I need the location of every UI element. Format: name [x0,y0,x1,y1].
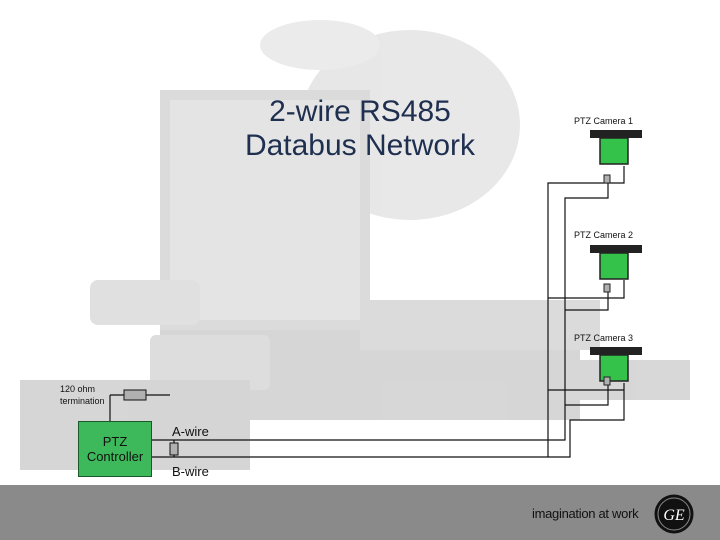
diagram-title: 2-wire RS485 Databus Network [200,95,520,163]
network-wires [109,166,625,458]
camera-1-label: PTZ Camera 1 [574,116,634,126]
line-resistor [169,442,179,456]
background-photo [20,20,690,470]
camera-1-icon [590,130,642,184]
termination-label-line-2: termination [60,396,105,406]
controller-label-line-2: Controller [86,449,144,464]
footer-bar [0,485,720,540]
termination-label: 120 ohm termination [60,383,105,407]
b-wire-branch-2 [548,280,625,299]
title-line-2: Databus Network [244,129,476,162]
termination-resistor [123,389,147,401]
controller-label-line-1: PTZ [102,434,128,449]
a-wire-branch-2 [565,290,609,311]
camera-2-label: PTZ Camera 2 [574,230,634,240]
a-wire-line [110,180,609,441]
b-wire-upper [547,166,625,457]
title-line-1: 2-wire RS485 [269,95,451,128]
b-wire-line [110,383,625,458]
b-wire-label: B-wire [172,464,209,479]
termination-label-line-1: 120 ohm [60,384,96,394]
camera-3-label: PTZ Camera 3 [574,333,634,343]
ge-logo-icon: GE [654,494,694,534]
footer-tagline: imagination at work [532,506,639,521]
a-wire-label: A-wire [172,424,209,439]
ge-logo-text: GE [663,507,685,524]
ptz-controller: PTZ Controller [78,421,152,477]
camera-2-icon [590,245,642,293]
camera-3-icon [590,347,642,386]
